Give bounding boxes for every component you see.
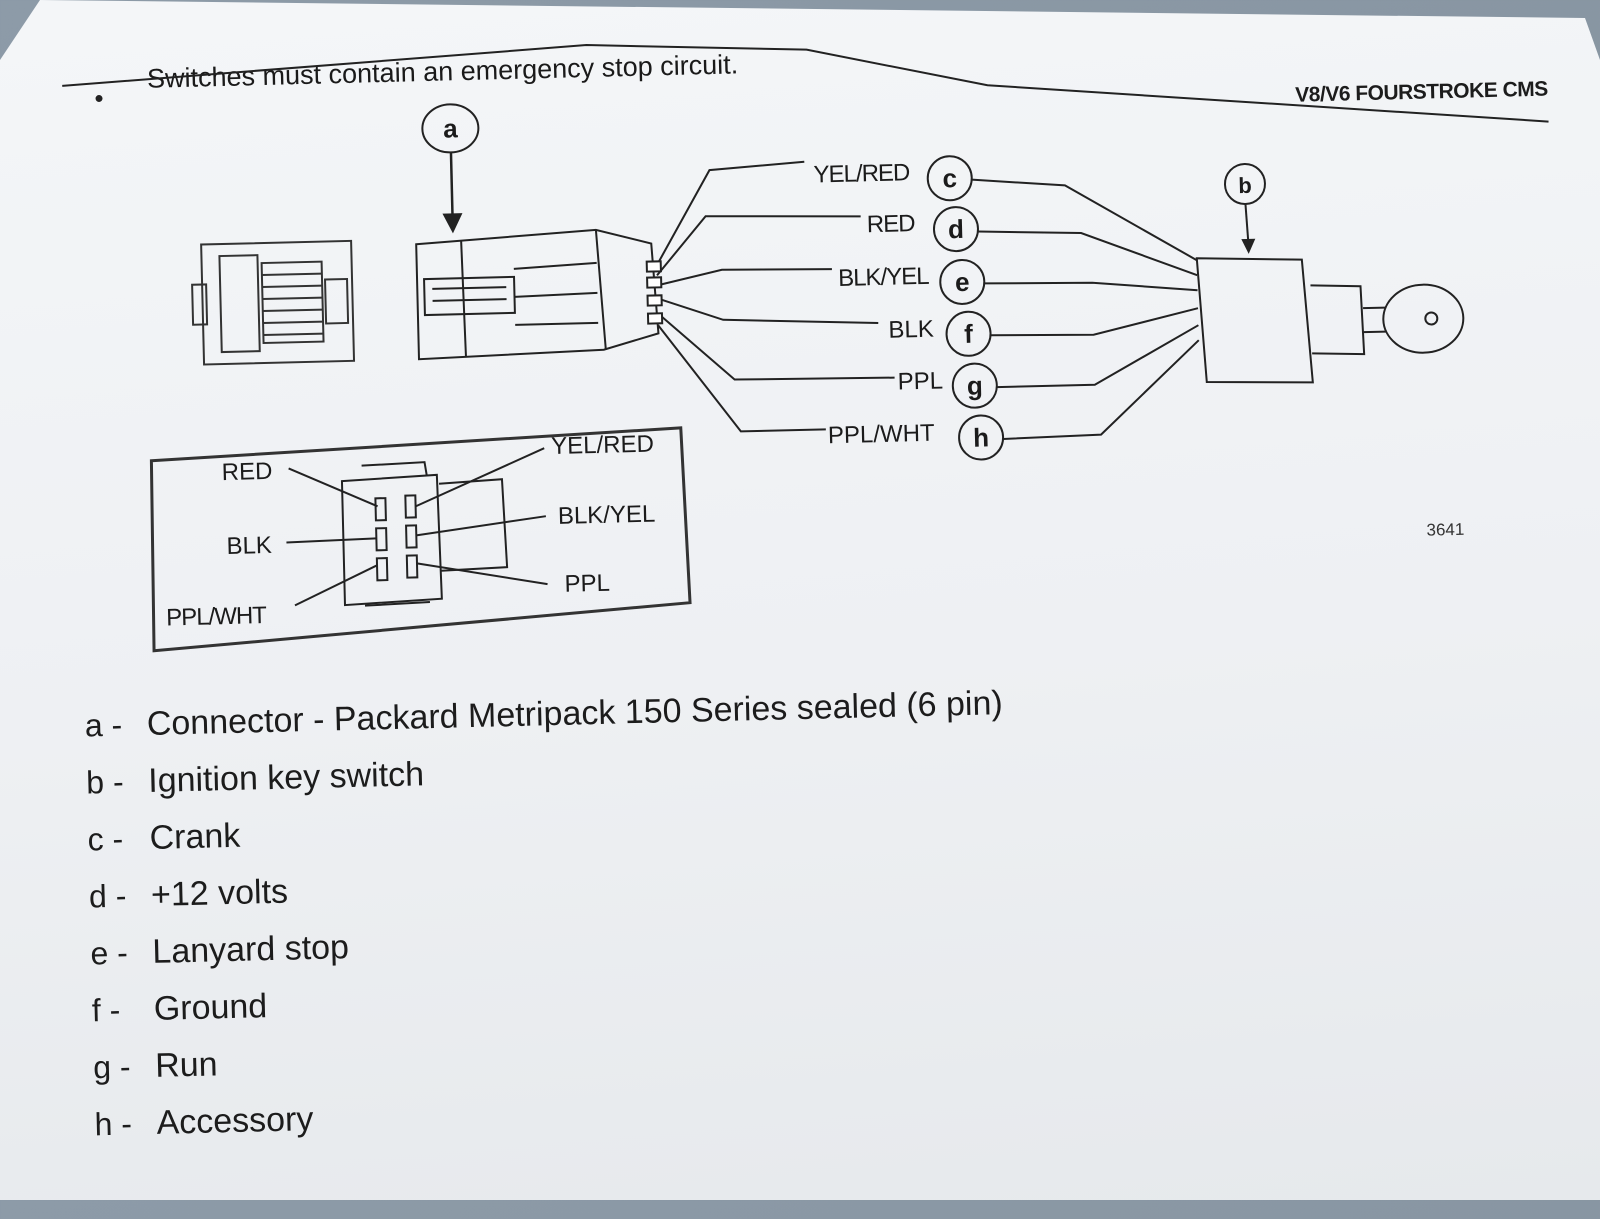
legend-text: Run xyxy=(154,1045,219,1085)
wire-f-callout: f xyxy=(964,319,974,349)
wire-label-c: YEL/RED c xyxy=(813,155,973,202)
legend-text: Ignition key switch xyxy=(147,755,425,800)
wire-g-callout: g xyxy=(967,370,984,400)
wire-label-d: RED d xyxy=(867,206,979,253)
wire-label-e: BLK/YEL e xyxy=(838,258,986,305)
legend-key: e - xyxy=(89,934,129,972)
wire-d-color: RED xyxy=(867,210,916,238)
legend-text: Lanyard stop xyxy=(151,928,350,971)
pin-right-2: BLK/YEL xyxy=(558,501,656,530)
legend-text: Crank xyxy=(149,816,241,857)
legend-key: d - xyxy=(88,877,127,915)
legend-key: h - xyxy=(94,1105,133,1143)
callout-b-label: b xyxy=(1238,173,1252,198)
wire-label-h: PPL/WHT h xyxy=(828,414,1005,461)
legend-text: Accessory xyxy=(156,1100,314,1142)
wire-c-color: YEL/RED xyxy=(813,159,910,188)
ignition-key-switch xyxy=(1195,257,1465,384)
pin-left-1: RED xyxy=(221,458,272,486)
switch-wires xyxy=(971,178,1200,440)
callout-b: b xyxy=(1223,163,1266,254)
wire-h-callout: h xyxy=(973,422,990,452)
wire-c-callout: c xyxy=(942,163,957,193)
legend-text: Ground xyxy=(153,987,268,1028)
legend-text: +12 volts xyxy=(150,872,289,914)
callout-a: a xyxy=(421,103,480,234)
pin-right-1: YEL/RED xyxy=(551,431,654,461)
wire-label-f: BLK f xyxy=(888,310,992,357)
wire-e-callout: e xyxy=(955,267,970,297)
wire-g-color: PPL xyxy=(897,367,943,395)
pin-left-3: PPL/WHT xyxy=(166,602,268,631)
legend-key: a - xyxy=(84,706,123,744)
connector-side-view xyxy=(191,239,356,366)
wire-harness xyxy=(645,160,895,433)
figure-number: 3641 xyxy=(1426,519,1465,540)
header-rule xyxy=(62,44,1549,123)
legend-key: g - xyxy=(92,1048,131,1086)
connector-a-body xyxy=(415,228,660,361)
wire-d-callout: d xyxy=(948,214,965,244)
callout-a-label: a xyxy=(443,113,459,143)
legend-key: f - xyxy=(91,991,121,1029)
legend-key: b - xyxy=(85,763,125,801)
pin-left-2: BLK xyxy=(226,532,272,560)
wire-f-color: BLK xyxy=(888,316,934,344)
legend-key: c - xyxy=(87,820,124,858)
pin-right-3: PPL xyxy=(564,570,610,598)
legend-list: a -Connector - Packard Metripack 150 Ser… xyxy=(84,675,1013,1153)
wire-h-color: PPL/WHT xyxy=(828,420,936,450)
wire-e-color: BLK/YEL xyxy=(838,263,930,292)
wire-label-g: PPL g xyxy=(897,362,998,409)
pinout-inset: RED BLK PPL/WHT YEL/RED BLK/YEL PPL xyxy=(149,426,692,653)
